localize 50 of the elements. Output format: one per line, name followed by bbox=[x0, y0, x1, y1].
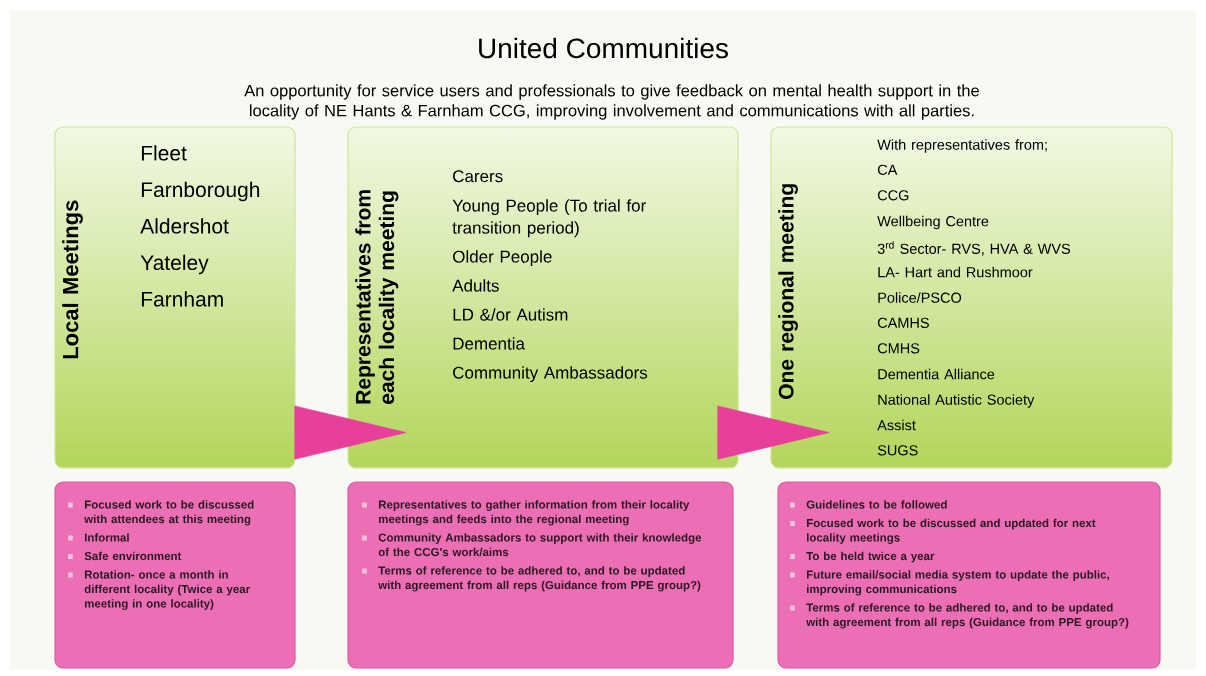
list-item: Wellbeing Centre bbox=[877, 215, 989, 230]
notes-box bbox=[54, 481, 296, 669]
panel-heading: Local Meetings bbox=[62, 200, 83, 359]
list-item: Assist bbox=[877, 419, 916, 431]
bullet-item: Future email/social media system to update the public, improving communications bbox=[790, 570, 1109, 596]
list-item: Dementia Alliance bbox=[878, 368, 995, 380]
bullet-item: Terms of reference to be adhered to, and to be updated with agreement from all reps (Guidance from PPE group?) bbox=[790, 603, 1129, 629]
list-item: Adults bbox=[452, 279, 499, 292]
list-item: CA bbox=[877, 164, 898, 175]
list-item: LD &/or Autism bbox=[453, 308, 568, 321]
list-item: SUGS bbox=[877, 445, 918, 456]
panel-heading: One regional meeting bbox=[778, 184, 798, 399]
arrow bbox=[294, 405, 407, 460]
list-item: Older People bbox=[453, 250, 552, 267]
list-item: Community Ambassadors bbox=[453, 366, 648, 383]
bullet-item: Community Ambassadors to support with their knowledge of the CCG's work/aims bbox=[362, 533, 702, 557]
list-item: Aldershot bbox=[140, 218, 229, 234]
panel-heading: Representatives from each locality meeting bbox=[355, 190, 399, 404]
list-item: Farnborough bbox=[141, 181, 260, 202]
notes-box bbox=[777, 481, 1161, 669]
bullet-item: To be held twice a year bbox=[790, 551, 935, 563]
list-item: CAMHS bbox=[877, 317, 929, 328]
bullet-item: Informal bbox=[68, 533, 129, 542]
bullet-item: Representatives to gather information from their locality meetings and feeds into the regional meeting bbox=[362, 500, 690, 526]
list-item: Young People (To trial for transition period) bbox=[452, 199, 646, 238]
list-item: Dementia bbox=[453, 337, 525, 350]
list-item: Police/PSCO bbox=[878, 292, 962, 303]
list-item: Yateley bbox=[140, 254, 209, 275]
meeting-panel bbox=[347, 126, 739, 469]
list-item: Carers bbox=[453, 170, 503, 183]
title: United Communities bbox=[479, 37, 728, 59]
subtitle: An opportunity for service users and professionals to give feedback on mental health support in the locality of NE Hants & Farnham CCG, improving involvement and communications with all parties. bbox=[244, 84, 979, 120]
meeting-panel bbox=[54, 126, 296, 469]
list-item: CMHS bbox=[877, 343, 920, 354]
bullet-item: Focused work to be discussed and updated for next locality meetings bbox=[790, 518, 1096, 544]
list-item: CCG bbox=[877, 190, 909, 201]
notes-box bbox=[347, 481, 734, 669]
list-item: LA- Hart and Rushmoor bbox=[878, 266, 1033, 278]
bullet-item: Terms of reference to be adhered to, and to be updated with agreement from all reps (Guidance from PPE group?) bbox=[362, 566, 701, 592]
bullet-item: Safe environment bbox=[68, 551, 182, 561]
arrow bbox=[717, 405, 830, 460]
list-item: Farnham bbox=[141, 291, 223, 307]
list-item: 3$^{rd}$ Sector- RVS, HVA & WVS bbox=[877, 241, 1071, 256]
list-item: National Autistic Society bbox=[878, 394, 1035, 408]
bullet-item: Rotation- once a month in different locality (Twice a year meeting in one locality) bbox=[68, 570, 250, 610]
bullet-item: Focused work to be discussed with attendees at this meeting bbox=[68, 500, 254, 526]
bullet-item: Guidelines to be followed bbox=[790, 500, 947, 509]
list-item: Fleet bbox=[141, 145, 187, 161]
meeting-panel bbox=[770, 126, 1173, 469]
list-item: With representatives from; bbox=[877, 139, 1047, 153]
